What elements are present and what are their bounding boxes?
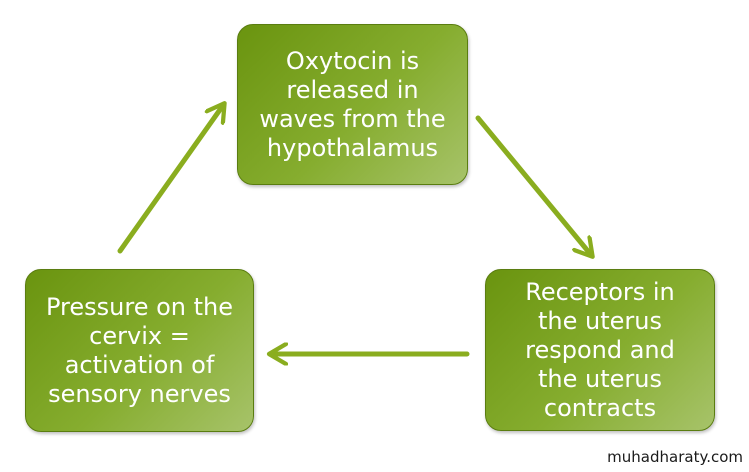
node-uterus-contracts-text: Receptors in the uterus respond and the … xyxy=(525,277,675,422)
arrow-left-to-top xyxy=(117,104,224,254)
node-oxytocin-release: Oxytocin is released in waves from the h… xyxy=(237,24,468,185)
watermark: muhadharaty.com xyxy=(607,448,743,466)
node-uterus-contracts: Receptors in the uterus respond and the … xyxy=(485,269,715,431)
node-cervix-pressure-text: Pressure on the cervix = activation of s… xyxy=(45,292,234,408)
node-oxytocin-release-text: Oxytocin is released in waves from the h… xyxy=(259,46,446,162)
node-cervix-pressure: Pressure on the cervix = activation of s… xyxy=(25,269,254,432)
arrow-top-to-right xyxy=(475,115,592,256)
